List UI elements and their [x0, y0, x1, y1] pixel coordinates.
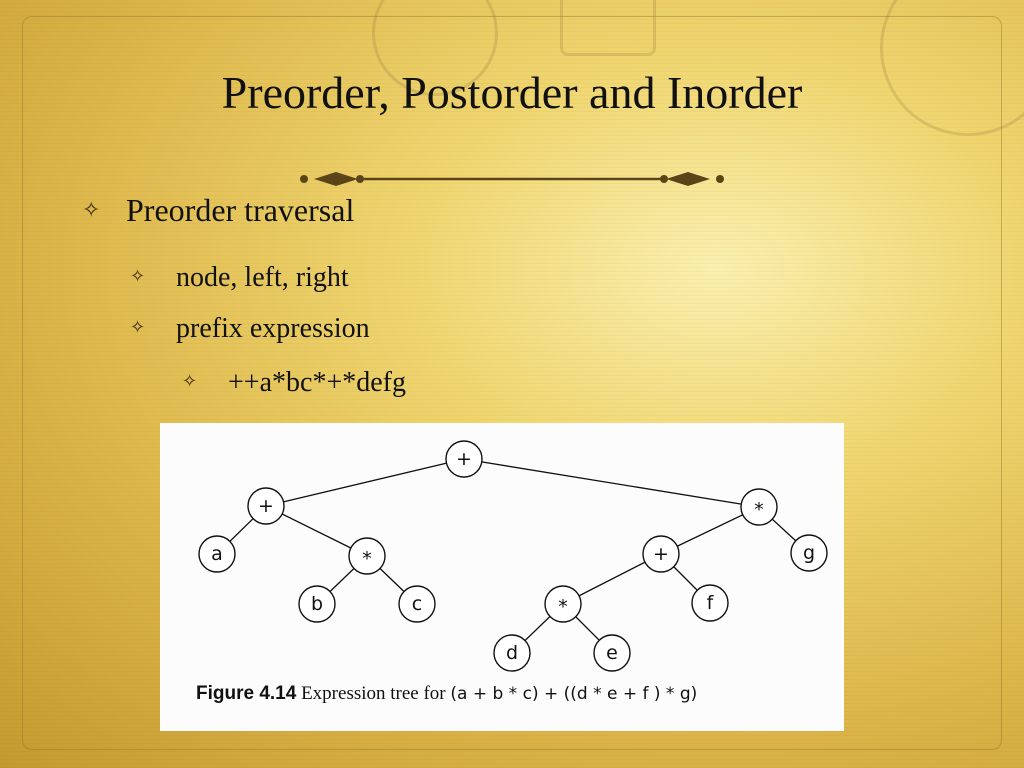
- tree-node-label: g: [803, 542, 815, 564]
- tree-node: c: [398, 585, 436, 623]
- tree-node: *: [544, 585, 582, 623]
- bullet-text: node, left, right: [176, 262, 349, 293]
- tree-node-circle: [790, 534, 828, 572]
- tree-node-label: +: [653, 543, 669, 565]
- four-point-star-icon: ✧: [182, 371, 198, 391]
- bullet-level2: ✧ node, left, right: [130, 262, 349, 294]
- bullet-text: prefix expression: [176, 313, 370, 344]
- four-point-star-icon: ✧: [130, 266, 146, 286]
- expression-tree-diagram: + + * a * + g b c * f d e: [198, 440, 828, 672]
- tree-node: +: [247, 487, 285, 525]
- tree-node-circle: [593, 634, 631, 672]
- tree-node-circle: [445, 440, 483, 478]
- bullet-level2: ✧ prefix expression: [130, 313, 370, 345]
- tree-node: e: [593, 634, 631, 672]
- bullet-level1: ✧ Preorder traversal: [82, 192, 354, 229]
- figure-caption: Figure 4.14 Expression tree for (a + b *…: [196, 683, 697, 705]
- tree-node-label: f: [707, 592, 715, 614]
- tree-node-label: *: [754, 499, 764, 521]
- tree-node: +: [642, 535, 680, 573]
- postmark-stamp: [560, 0, 656, 56]
- figure-number: Figure 4.14: [196, 683, 297, 704]
- tree-node: d: [493, 634, 531, 672]
- tree-node: *: [348, 537, 386, 575]
- tree-node-label: e: [606, 642, 618, 664]
- tree-node-circle: [691, 584, 729, 622]
- tree-node-circle: [198, 535, 236, 573]
- tree-edge: [265, 458, 465, 507]
- tree-node-label: *: [558, 596, 568, 618]
- tree-node-circle: [493, 634, 531, 672]
- tree-node: g: [790, 534, 828, 572]
- bullet-level3: ✧ ++a*bc*+*defg: [182, 367, 406, 399]
- tree-node-circle: [247, 487, 285, 525]
- tree-node-circle: [642, 535, 680, 573]
- tree-node-label: d: [506, 642, 518, 664]
- tree-edge: [463, 458, 760, 508]
- slide-frame: [22, 16, 1002, 750]
- figure-caption-text: Expression tree for: [301, 683, 446, 704]
- ornamental-divider-icon: [300, 172, 724, 186]
- tree-node: a: [198, 535, 236, 573]
- tree-node-label: b: [311, 593, 323, 615]
- tree-node-circle: [298, 585, 336, 623]
- four-point-star-icon: ✧: [82, 197, 101, 222]
- tree-edge: [265, 505, 368, 557]
- four-point-star-icon: ✧: [130, 317, 146, 337]
- tree-node-circle: [348, 537, 386, 575]
- bullet-text: Preorder traversal: [126, 192, 355, 228]
- tree-node-circle: [544, 585, 582, 623]
- tree-node-label: c: [412, 593, 422, 615]
- postmark-stamp: [880, 0, 1024, 136]
- tree-node: f: [691, 584, 729, 622]
- expression-tree-figure: + + * a * + g b c * f d e Figure 4.14 Expression tre…: [160, 423, 844, 731]
- tree-node-label: *: [362, 548, 372, 570]
- figure-expression: (a + b * c) + ((d * e + f ) * g): [450, 684, 698, 704]
- tree-node-label: +: [456, 448, 472, 470]
- tree-node: *: [740, 488, 778, 526]
- tree-node-label: a: [211, 543, 223, 565]
- tree-node: b: [298, 585, 336, 623]
- bullet-text: ++a*bc*+*defg: [228, 367, 406, 398]
- slide-title: Preorder, Postorder and Inorder: [221, 67, 803, 118]
- tree-node-circle: [740, 488, 778, 526]
- tree-node-circle: [398, 585, 436, 623]
- tree-node-label: +: [258, 495, 274, 517]
- tree-node: +: [445, 440, 483, 478]
